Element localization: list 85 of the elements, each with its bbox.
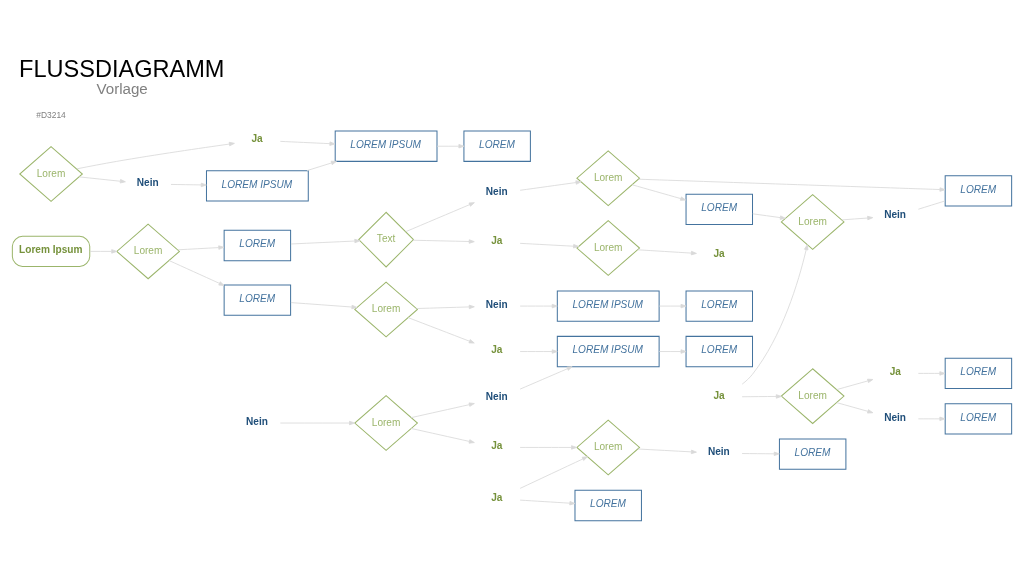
node-box: LOREM bbox=[944, 403, 1013, 435]
arrow bbox=[637, 448, 697, 455]
arrow bbox=[917, 371, 946, 376]
node-box: LOREM bbox=[223, 229, 292, 262]
node-text: Nein bbox=[884, 411, 907, 423]
node-box: LOREM IPSUM bbox=[556, 335, 660, 368]
arrow bbox=[631, 184, 687, 201]
node-text: Nein bbox=[485, 298, 508, 310]
node-text: Ja bbox=[713, 389, 725, 401]
arrow bbox=[836, 402, 874, 414]
node-box: LOREM IPSUM bbox=[205, 170, 309, 202]
node-diamond: Lorem bbox=[354, 395, 419, 452]
arrow bbox=[519, 180, 582, 191]
arrow bbox=[519, 366, 573, 390]
node-diamond: Lorem bbox=[780, 368, 845, 425]
diagram-title: FLUSSDIAGRAMM bbox=[19, 55, 225, 82]
node-box: LOREM IPSUM bbox=[334, 130, 438, 162]
node-box: LOREM bbox=[778, 438, 847, 470]
arrow bbox=[78, 176, 126, 184]
node-box: LOREM bbox=[574, 489, 642, 522]
arrow bbox=[519, 456, 588, 489]
arrow bbox=[279, 140, 336, 146]
node-text: Nein bbox=[136, 176, 159, 188]
node-text: Ja bbox=[491, 440, 503, 452]
arrow bbox=[290, 238, 361, 245]
node-text: Ja bbox=[889, 366, 901, 378]
node-box: LOREM bbox=[685, 290, 753, 322]
node-text: Ja bbox=[491, 491, 503, 503]
arrow bbox=[410, 402, 475, 419]
node-box: LOREM bbox=[223, 284, 292, 316]
node-box: LOREM bbox=[685, 193, 753, 225]
arrow bbox=[177, 245, 225, 251]
arrow bbox=[658, 303, 687, 309]
arrow bbox=[168, 260, 225, 286]
arrow bbox=[89, 249, 118, 254]
node-text: Nein bbox=[246, 415, 268, 427]
connector bbox=[917, 200, 946, 210]
caption: Vorlage bbox=[96, 79, 148, 97]
node-text: Ja bbox=[491, 234, 503, 246]
node-box: LOREM bbox=[463, 130, 531, 162]
node-box: Lorem Ipsum bbox=[11, 235, 91, 268]
arrow bbox=[290, 302, 358, 310]
node-box: LOREM bbox=[685, 335, 753, 368]
node-box: LOREM bbox=[944, 175, 1013, 207]
arrow bbox=[519, 445, 577, 450]
arrow bbox=[752, 213, 786, 220]
node-text: Nein bbox=[707, 446, 730, 458]
arrow bbox=[519, 242, 580, 249]
arrow bbox=[170, 182, 207, 188]
arrow bbox=[416, 304, 475, 310]
arrow bbox=[412, 239, 475, 244]
arrow bbox=[405, 202, 475, 233]
node-diamond: Lorem bbox=[576, 419, 641, 476]
arrow bbox=[76, 141, 235, 170]
arrow bbox=[917, 416, 946, 422]
label: #D3214 bbox=[36, 110, 66, 121]
arrow bbox=[436, 144, 465, 149]
arrow bbox=[407, 317, 475, 344]
node-diamond: Lorem bbox=[354, 281, 419, 338]
node-text: Nein bbox=[884, 208, 907, 220]
node-text: Nein bbox=[485, 391, 508, 403]
node-box: LOREM bbox=[944, 357, 1013, 390]
arrow bbox=[741, 451, 780, 456]
arrow bbox=[841, 215, 874, 221]
arrow bbox=[519, 499, 576, 506]
arrow bbox=[519, 303, 558, 309]
node-diamond: Text bbox=[358, 211, 415, 268]
node-diamond: Lorem bbox=[576, 220, 641, 277]
arrow bbox=[410, 428, 475, 444]
arrow bbox=[306, 160, 337, 171]
arrow bbox=[741, 244, 809, 385]
node-text: Nein bbox=[485, 186, 508, 198]
arrow bbox=[519, 349, 558, 354]
node-diamond: Lorem bbox=[116, 223, 181, 280]
arrow bbox=[279, 420, 355, 426]
node-text: Ja bbox=[491, 344, 503, 356]
node-text: Ja bbox=[713, 247, 725, 259]
node-text: Ja bbox=[251, 133, 263, 145]
arrow bbox=[637, 249, 697, 256]
node-box: LOREM IPSUM bbox=[556, 290, 660, 322]
arrow bbox=[741, 394, 782, 399]
arrow bbox=[658, 349, 687, 354]
arrow bbox=[638, 178, 946, 192]
node-diamond: Lorem bbox=[18, 145, 84, 202]
arrow bbox=[836, 378, 874, 391]
